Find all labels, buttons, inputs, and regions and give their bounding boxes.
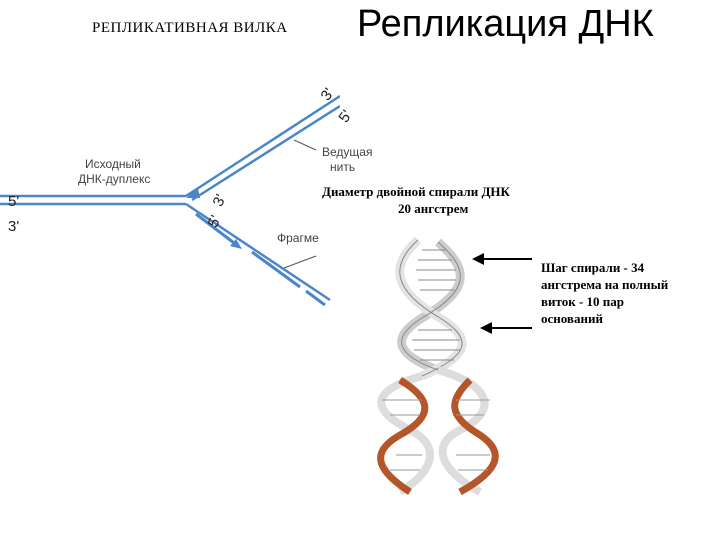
parent-duplex-label-1: Исходный (85, 157, 141, 171)
replication-fork-diagram (0, 94, 340, 307)
lagging-arrowhead-1 (230, 239, 242, 249)
fragment-label: Фрагме (277, 231, 319, 245)
upper-template-strand (185, 94, 340, 198)
lower-template-strand (185, 202, 331, 302)
pitch-label-1: Шаг спирали - 34 (541, 260, 645, 275)
leading-strand-arrowhead (186, 188, 200, 198)
lagging-fragment-1 (195, 212, 239, 248)
double-helix-illustration (377, 236, 499, 496)
leading-strand (191, 104, 340, 202)
diameter-label-2: 20 ангстрем (398, 201, 469, 216)
pitch-label-4: оснований (541, 311, 603, 326)
end-5-prime-left: 5' (8, 193, 20, 210)
daughter-new-strand-left (377, 376, 429, 495)
diameter-label-1: Диаметр двойной спирали ДНК (322, 184, 510, 199)
pitch-label-3: виток - 10 пар (541, 294, 625, 309)
pitch-label-2: ангстрема на полный (541, 277, 669, 292)
parent-duplex-label-2: ДНК-дуплекс (78, 172, 151, 186)
leading-strand-label-1: Ведущая (322, 145, 373, 159)
slide-title: Репликация ДНК (357, 3, 654, 45)
leading-leader-line (293, 139, 317, 151)
base-pair-rungs (412, 249, 460, 361)
slide-subtitle: РЕПЛИКАТИВНАЯ ВИЛКА (92, 20, 288, 36)
daughter-base-pair-rungs (382, 399, 490, 471)
leading-strand-label-2: нить (330, 160, 356, 174)
lagging-fragment-2 (251, 250, 301, 289)
helix-backbone-a (397, 238, 465, 375)
pitch-arrows (472, 253, 532, 334)
lagging-fragment-3 (305, 289, 326, 307)
daughter-old-strand-right (436, 366, 489, 496)
daughter-new-strand-right (451, 377, 499, 496)
fragment-leader-line (283, 255, 317, 269)
end-3-prime-left: 3' (8, 218, 20, 235)
